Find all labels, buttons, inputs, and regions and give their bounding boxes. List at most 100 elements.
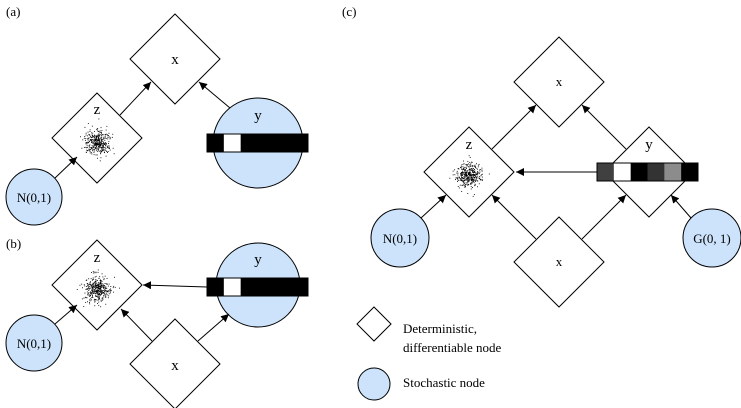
noise-dot <box>476 163 477 165</box>
noise-dot <box>105 150 107 151</box>
noise-dot <box>467 178 469 179</box>
noise-dot <box>468 180 469 182</box>
noise-dot <box>101 284 102 286</box>
noise-dot <box>81 283 83 285</box>
noise-dot <box>96 138 98 140</box>
noise-dot <box>466 174 468 176</box>
noise-dot <box>94 305 96 307</box>
softmax-vector-c <box>596 162 699 182</box>
noise-dot <box>107 291 109 293</box>
noise-dot <box>90 295 92 297</box>
noise-dot <box>469 164 471 166</box>
noise-dot <box>457 176 459 178</box>
noise-dot <box>104 286 106 288</box>
noise-dot <box>100 142 102 144</box>
noise-dot <box>464 183 465 185</box>
noise-dot <box>97 130 99 132</box>
noise-dot <box>98 278 100 279</box>
noise-dot <box>97 285 99 287</box>
noise-dot <box>90 152 92 154</box>
noise-dot <box>100 137 102 138</box>
noise-dot <box>99 295 101 297</box>
noise-dot <box>97 140 98 142</box>
onehot-vector-a <box>206 133 309 153</box>
noise-dot <box>476 177 477 178</box>
noise-dot <box>98 138 100 140</box>
noise-dot <box>99 131 101 133</box>
noise-dot <box>470 179 472 181</box>
noise-dot <box>94 136 96 138</box>
noise-dot <box>100 141 102 143</box>
noise-dot <box>97 292 99 294</box>
noise-dot <box>107 147 109 149</box>
noise-dot <box>469 157 471 158</box>
noise-dot <box>102 149 104 151</box>
edge-y-to-x-a <box>198 81 231 109</box>
noise-dot <box>103 293 105 294</box>
noise-dot <box>457 179 459 181</box>
noise-dot <box>105 142 107 144</box>
noise-dot <box>83 147 85 148</box>
noise-dot <box>89 294 91 296</box>
noise-dot <box>93 141 95 142</box>
noise-dot <box>464 175 466 177</box>
noise-dot <box>96 296 97 297</box>
noise-dot <box>463 168 465 170</box>
noise-dot <box>468 179 470 181</box>
noise-dot <box>104 142 106 143</box>
noise-dot <box>470 183 472 185</box>
noise-dot <box>90 284 91 285</box>
noise-dot <box>92 288 94 290</box>
noise-dot <box>100 285 102 287</box>
noise-dot <box>91 288 93 290</box>
noise-dot <box>461 172 462 173</box>
noise-dot <box>463 179 465 181</box>
noise-dot <box>95 146 97 148</box>
noise-dot <box>83 306 85 307</box>
node-x-a-label: x <box>171 52 179 68</box>
noise-dot <box>102 276 104 278</box>
noise-dot <box>477 174 479 176</box>
noise-dot <box>89 151 91 152</box>
noise-dot <box>473 174 474 176</box>
noise-dot <box>108 135 109 136</box>
noise-dot <box>466 164 468 166</box>
noise-dot <box>95 285 97 287</box>
noise-dot <box>468 166 470 168</box>
noise-dot <box>460 167 462 169</box>
noise-dot <box>98 146 100 148</box>
noise-dot <box>465 168 466 170</box>
noise-dot <box>474 172 476 174</box>
noise-dot <box>97 137 99 138</box>
noise-dot <box>89 302 90 303</box>
noise-dot <box>102 283 104 285</box>
noise-dot <box>461 177 463 179</box>
noise-dot <box>105 297 107 298</box>
noise-dot <box>110 289 112 291</box>
noise-dot <box>98 131 100 133</box>
noise-dot <box>103 292 105 293</box>
noise-dot <box>463 181 465 183</box>
noise-dot <box>84 292 86 294</box>
noise-dot <box>98 118 100 120</box>
noise-dot <box>95 138 96 140</box>
noise-dot <box>102 144 104 146</box>
noise-dot <box>102 138 104 140</box>
noise-dot <box>88 284 89 286</box>
vector-cell <box>664 163 682 181</box>
noise-dot <box>92 139 94 141</box>
noise-dot <box>92 146 94 148</box>
noise-dot <box>107 147 108 148</box>
noise-dot <box>477 171 479 172</box>
noise-dot <box>94 283 96 284</box>
noise-dot <box>464 172 466 174</box>
noise-dot <box>89 139 91 140</box>
noise-dot <box>89 134 90 136</box>
noise-dot <box>464 168 466 170</box>
noise-dot <box>88 290 90 291</box>
noise-dot <box>87 131 89 133</box>
noise-dot <box>99 143 101 144</box>
noise-dot <box>113 153 115 155</box>
noise-dot <box>88 149 90 151</box>
noise-dot <box>96 285 98 286</box>
